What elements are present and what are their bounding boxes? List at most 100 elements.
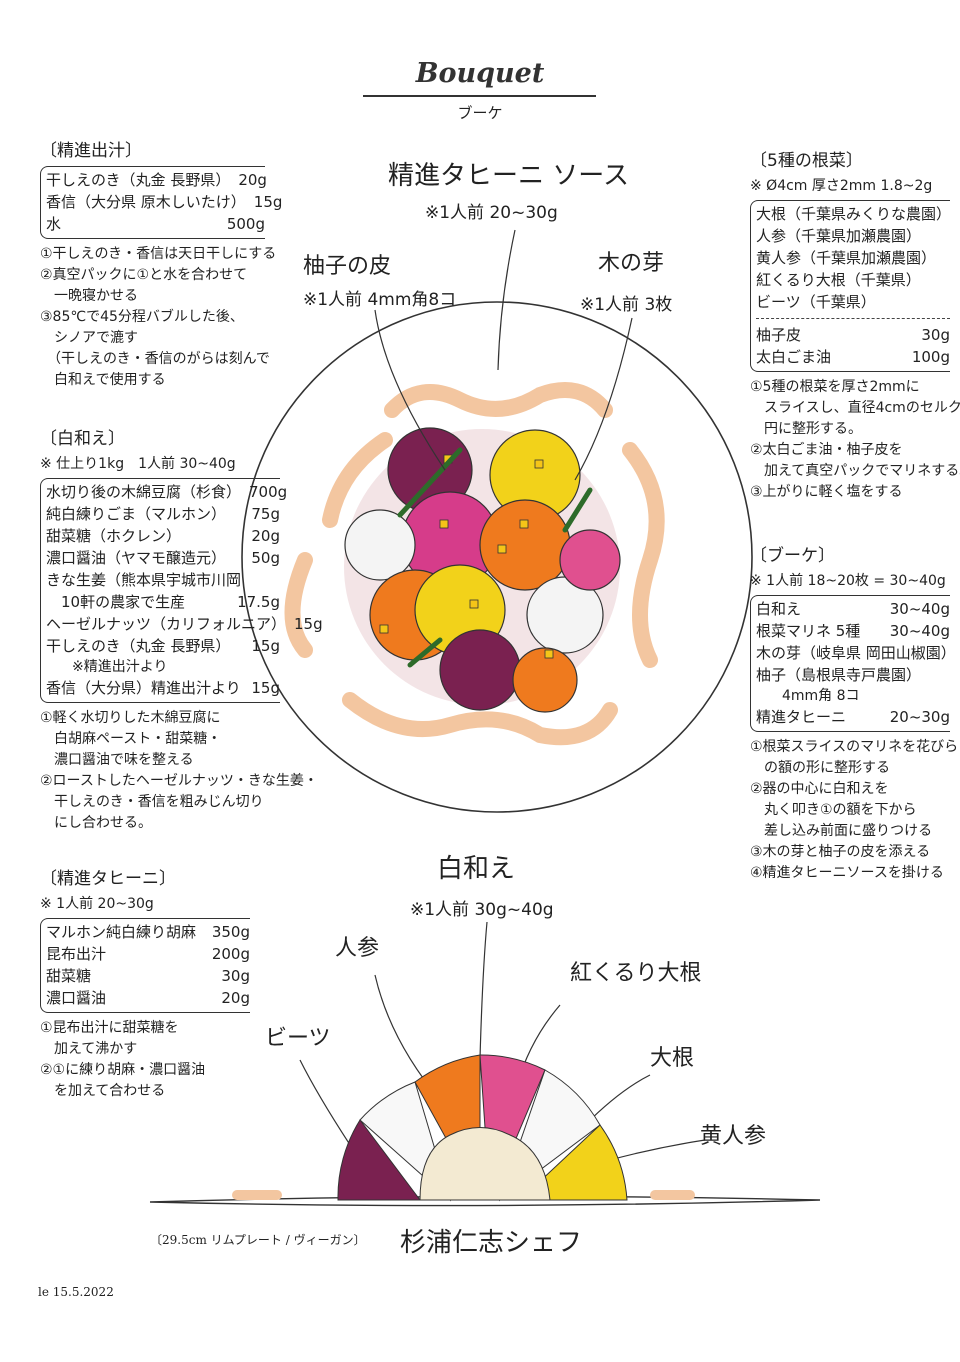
ingredient-name: 太白ごま油 bbox=[756, 348, 832, 366]
ingredient-name: 精進タヒーニ bbox=[756, 708, 847, 726]
section-header: 〔精進出汁〕 bbox=[40, 141, 142, 161]
ingredient-row: 紅くるり大根（千葉県） bbox=[756, 269, 950, 291]
step-list: ①根菜スライスのマリネを花びら の額の形に整形する ②器の中心に白和えを 丸く叩き… bbox=[750, 737, 959, 884]
ingredient-row: 水 500g bbox=[46, 213, 265, 235]
page-subtitle: ブーケ bbox=[457, 104, 503, 122]
step-line: の額の形に整形する bbox=[750, 760, 890, 776]
step-line: ①5種の根菜を厚さ2mmに bbox=[750, 379, 920, 395]
step-line: ④精進タヒーニソースを掛ける bbox=[750, 865, 944, 881]
recipe-section: 〔精進出汁〕干しえのき（丸金 長野県） 20g 香信（大分県 原木しいたけ） 15g 水… bbox=[40, 140, 282, 391]
ingredient-row: 濃口醤油（ヤマモ醸造元）50g bbox=[46, 547, 280, 569]
step-line: ②真空パックに①と水を合わせて bbox=[40, 267, 248, 283]
label-beets: ビーツ bbox=[265, 1026, 331, 1051]
ingredient-row: 水切り後の木綿豆腐（杉食）700g bbox=[46, 481, 287, 503]
plate-top-view bbox=[241, 301, 753, 813]
kinome-leaves bbox=[397, 447, 593, 668]
tahini-sauce-drizzle bbox=[284, 382, 665, 746]
ingredient-subnote: 4mm角 8コ bbox=[782, 688, 860, 704]
step-line: ②器の中心に白和えを bbox=[750, 781, 889, 797]
ingredient-amount: 500g bbox=[226, 215, 265, 233]
ingredient-amount: 20g bbox=[251, 527, 280, 545]
ingredient-name: 濃口醤油 bbox=[46, 989, 107, 1007]
step-line: ③上がりに軽く塩をする bbox=[750, 484, 903, 500]
ingredient-row: 精進タヒーニ 20~30g bbox=[756, 706, 950, 728]
page-title: Bouquet bbox=[415, 58, 545, 89]
step-line: ①根菜スライスのマリネを花びら bbox=[750, 739, 959, 755]
ingredient-amount: 30~40g bbox=[889, 600, 950, 618]
ingredient-name: ヘーゼルナッツ（カリフォルニア） bbox=[46, 615, 287, 633]
ingredient-row: 木の芽（岐阜県 岡田山椒園）3枚 bbox=[756, 642, 956, 664]
dashed-divider bbox=[756, 318, 950, 319]
ingredient-name: 黄人参（千葉県加瀬農園） bbox=[756, 249, 937, 267]
ingredient-name: 香信（大分県）精進出汁より bbox=[46, 679, 241, 697]
ingredient-row: 白和え 30~40g bbox=[756, 598, 950, 620]
label-tahini-sauce: 精進タヒーニ ソース bbox=[388, 161, 629, 191]
section-header: 〔精進タヒーニ〕 bbox=[40, 869, 176, 889]
ingredient-name: 水 bbox=[46, 215, 62, 233]
ingredient-name: 濃口醤油（ヤマモ醸造元） bbox=[46, 549, 227, 567]
ingredient-row: 人参（千葉県加瀬農園） bbox=[756, 225, 950, 247]
section-note: ※ 1人前 20~30g bbox=[40, 896, 154, 912]
step-line: 丸く叩き①の額を下から bbox=[750, 802, 917, 818]
ingredient-amount: 350g bbox=[211, 923, 250, 941]
step-line: ②太白ごま油・柚子皮を bbox=[750, 442, 903, 458]
ingredient-name: マルホン純白練り胡麻 bbox=[46, 923, 197, 941]
step-line: 干しえのき・香信を粗みじん切り bbox=[40, 794, 264, 810]
ingredient-row: 香信（大分県）精進出汁より 15g bbox=[46, 677, 280, 699]
ingredient-list: 大根（千葉県みくりな農園） 人参（千葉県加瀬農園） 黄人参（千葉県加瀬農園） 紅くるり… bbox=[750, 200, 952, 372]
ingredient-name: 白和え bbox=[756, 600, 802, 618]
ingredient-name: 大根（千葉県みくりな農園） bbox=[756, 205, 952, 223]
ingredient-amount: 15g bbox=[294, 615, 323, 633]
step-line: ①昆布出汁に甜菜糖を bbox=[40, 1020, 179, 1036]
ingredient-amount: 30~40g bbox=[889, 622, 950, 640]
ingredient-row: 大根（千葉県みくりな農園） bbox=[756, 203, 952, 225]
ingredient-row: きな生姜（熊本県宇城市川岡 bbox=[46, 569, 280, 591]
ingredient-name: 純白練りごま（マルホン） bbox=[46, 505, 227, 523]
ingredient-row: 純白練りごま（マルホン） 75g bbox=[46, 503, 280, 525]
ingredient-name: 干しえのき（丸金 長野県） bbox=[46, 171, 231, 189]
step-line: 円に整形する。 bbox=[750, 421, 862, 437]
step-line: ②ローストしたヘーゼルナッツ・きな生姜・ bbox=[40, 773, 318, 789]
ingredient-amount: 75g bbox=[251, 505, 280, 523]
label-kinome-note: ※1人前 3枚 bbox=[580, 295, 673, 315]
label-yuzu-peel: 柚子の皮 bbox=[303, 254, 392, 279]
ingredient-amount: 15g bbox=[251, 637, 280, 655]
step-line: ②①に練り胡麻・濃口醤油 bbox=[40, 1062, 206, 1078]
label-carrot: 人参 bbox=[335, 936, 380, 961]
ingredient-name: 柚子皮 bbox=[756, 326, 802, 344]
ingredient-name: ビーツ（千葉県） bbox=[756, 293, 876, 311]
ingredient-row: 干しえのき（丸金 長野県）15g bbox=[46, 635, 280, 657]
step-line: 白胡麻ペースト・甜菜糖・ bbox=[40, 731, 222, 747]
step-line: シノアで漉す bbox=[40, 330, 138, 346]
ingredient-name: きな生姜（熊本県宇城市川岡 bbox=[46, 571, 242, 589]
ingredient-amount: 15g bbox=[251, 679, 280, 697]
ingredient-amount: 20~30g bbox=[889, 708, 950, 726]
ingredient-amount: 30g bbox=[221, 967, 250, 985]
ingredient-row: ビーツ（千葉県） bbox=[756, 291, 950, 313]
ingredient-amount: 20g bbox=[238, 171, 267, 189]
step-line: ①干しえのき・香信は天日干しにする bbox=[40, 246, 277, 262]
ingredient-amount: 15g bbox=[253, 193, 283, 211]
ingredient-name: 根菜マリネ 5種 bbox=[756, 622, 861, 640]
section-note: ※ 仕上り1kg 1人前 30~40g bbox=[40, 456, 236, 472]
section-header: 〔5種の根菜〕 bbox=[750, 151, 863, 171]
label-yellow-carrot: 黄人参 bbox=[700, 1124, 767, 1149]
ingredient-name: 香信（大分県 原木しいたけ） bbox=[46, 193, 246, 211]
ingredient-row: 根菜マリネ 5種 30~40g bbox=[756, 620, 950, 642]
ingredient-row: 柚子（島根県寺戸農園） bbox=[756, 664, 950, 686]
label-daikon: 大根 bbox=[650, 1046, 695, 1071]
ingredient-row: 干しえのき（丸金 長野県） 20g bbox=[46, 169, 267, 191]
